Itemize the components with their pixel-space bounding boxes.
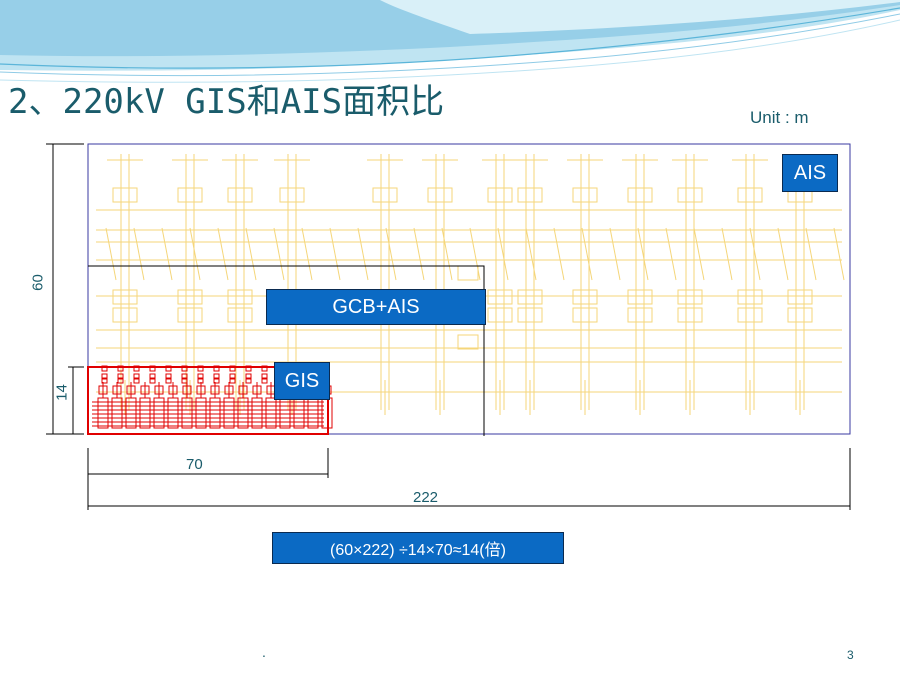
layout-drawing [26, 130, 856, 520]
area-ratio-formula: (60×222) ÷14×70≈14(倍) [272, 532, 564, 564]
ais-layout-lines [96, 154, 845, 415]
ais-frame [87, 143, 851, 435]
dim-label-222: 222 [413, 489, 439, 506]
gis-label: GIS [274, 362, 330, 400]
header-wave-decoration [0, 0, 900, 83]
dim-label-14: 14 [53, 384, 71, 401]
gis-frame [87, 366, 329, 435]
unit-label: Unit : m [750, 108, 809, 127]
page-number: 3 [847, 648, 854, 662]
dim-label-60: 60 [29, 274, 47, 291]
dim-label-70: 70 [186, 456, 203, 473]
footer-mark: . [262, 644, 266, 660]
dim-line-222 [87, 448, 851, 510]
slide-title: 2、220kV GIS和AIS面积比 [8, 82, 445, 122]
ais-label: AIS [782, 154, 838, 192]
gcb-ais-frame [88, 265, 485, 436]
dim-line-14 [68, 366, 84, 435]
gcb-ais-label: GCB+AIS [266, 289, 486, 325]
